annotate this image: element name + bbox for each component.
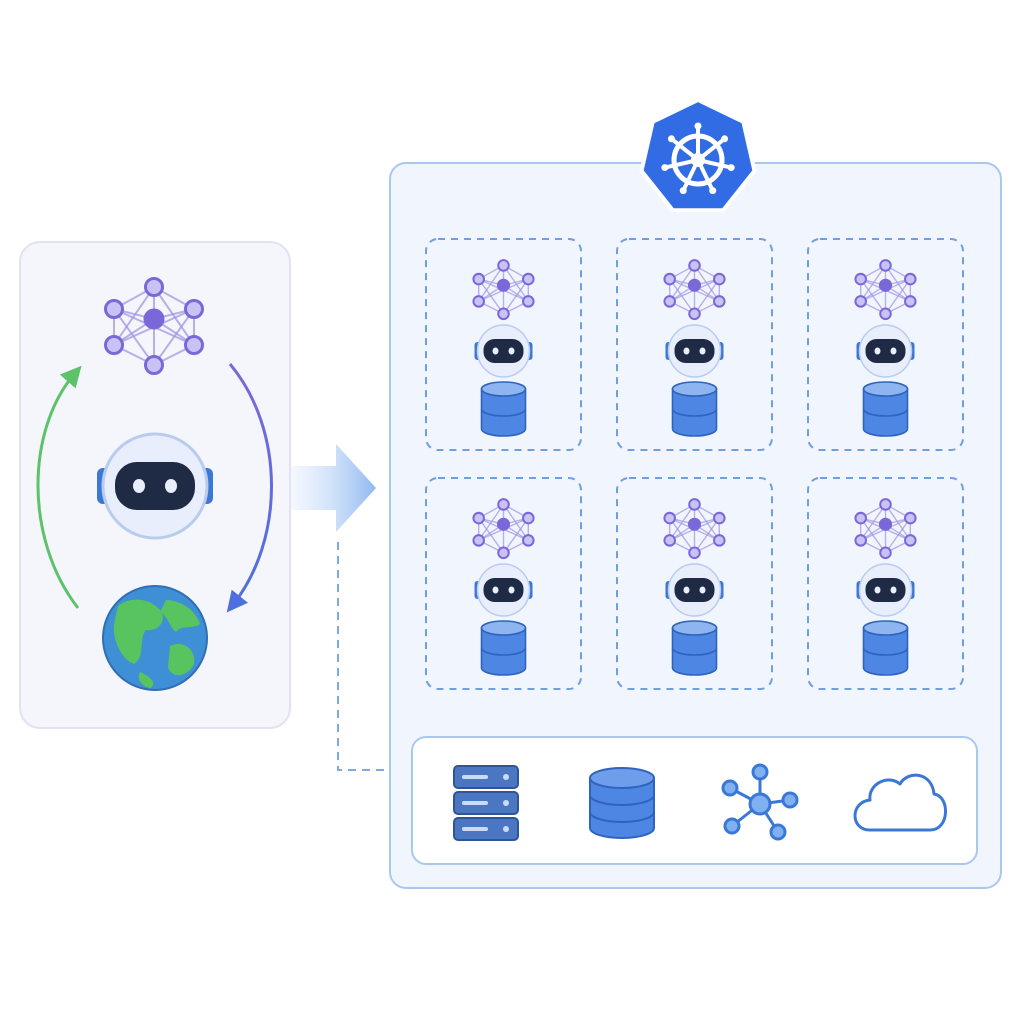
database-icon xyxy=(480,620,527,676)
pod-container xyxy=(807,238,964,451)
robot-icon xyxy=(856,563,915,617)
deploy-arrow xyxy=(290,444,376,532)
infra-connector xyxy=(337,536,412,771)
earth-globe-icon xyxy=(102,585,208,691)
neural-network-icon xyxy=(104,277,204,375)
pod-container xyxy=(616,238,773,451)
pod-container xyxy=(425,477,582,690)
database-icon xyxy=(480,381,527,437)
robot-icon xyxy=(856,324,915,378)
kubernetes-helm-icon xyxy=(639,98,757,213)
database-icon xyxy=(862,620,909,676)
database-icon xyxy=(671,381,718,437)
network-hub-icon xyxy=(721,763,799,841)
neural-network-icon xyxy=(663,259,726,321)
robot-icon xyxy=(474,324,533,378)
neural-network-icon xyxy=(854,259,917,321)
loop-arrow-up xyxy=(36,365,82,609)
robot-icon xyxy=(665,324,724,378)
pod-container xyxy=(807,477,964,690)
robot-icon xyxy=(97,432,213,540)
server-rack-icon xyxy=(453,765,519,841)
database-icon xyxy=(862,381,909,437)
pod-container xyxy=(425,238,582,451)
robot-icon xyxy=(474,563,533,617)
pod-grid xyxy=(425,238,964,690)
neural-network-icon xyxy=(663,498,726,560)
pod-container xyxy=(616,477,773,690)
neural-network-icon xyxy=(472,498,535,560)
cloud-icon xyxy=(853,773,947,832)
loop-arrow-down xyxy=(226,363,273,613)
infrastructure-bar xyxy=(411,736,978,865)
neural-network-icon xyxy=(854,498,917,560)
neural-network-icon xyxy=(472,259,535,321)
database-icon xyxy=(671,620,718,676)
database-icon xyxy=(589,767,655,839)
agent-loop-panel xyxy=(19,241,291,729)
robot-icon xyxy=(665,563,724,617)
